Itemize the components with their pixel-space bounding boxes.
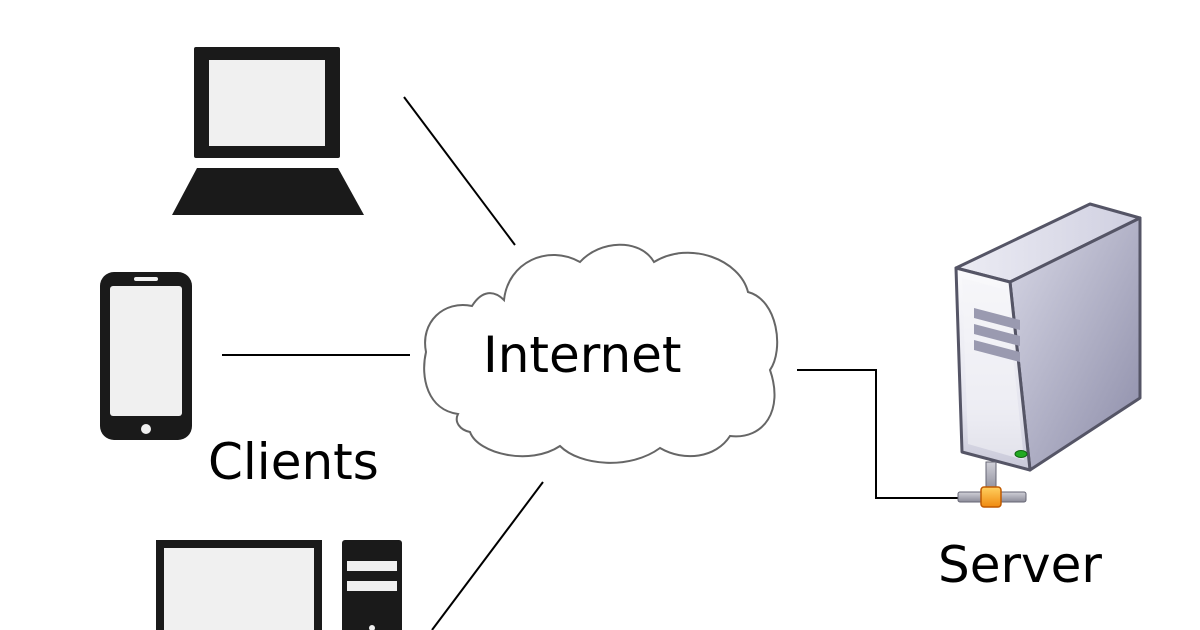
server-status-led — [1014, 450, 1028, 458]
cloud-icon — [423, 243, 779, 464]
desktop-connection-line — [431, 481, 544, 630]
server-tower-icon — [954, 202, 1142, 472]
laptop-connection-line — [403, 96, 516, 246]
server-label: Server — [938, 536, 1102, 594]
laptop-icon — [172, 47, 364, 215]
server-connection-line — [797, 369, 958, 499]
network-connector-icon — [957, 461, 1027, 508]
smartphone-icon — [100, 272, 192, 440]
internet-label: Internet — [483, 326, 682, 384]
clients-label: Clients — [208, 433, 379, 491]
desktop-computer-icon — [156, 540, 402, 630]
